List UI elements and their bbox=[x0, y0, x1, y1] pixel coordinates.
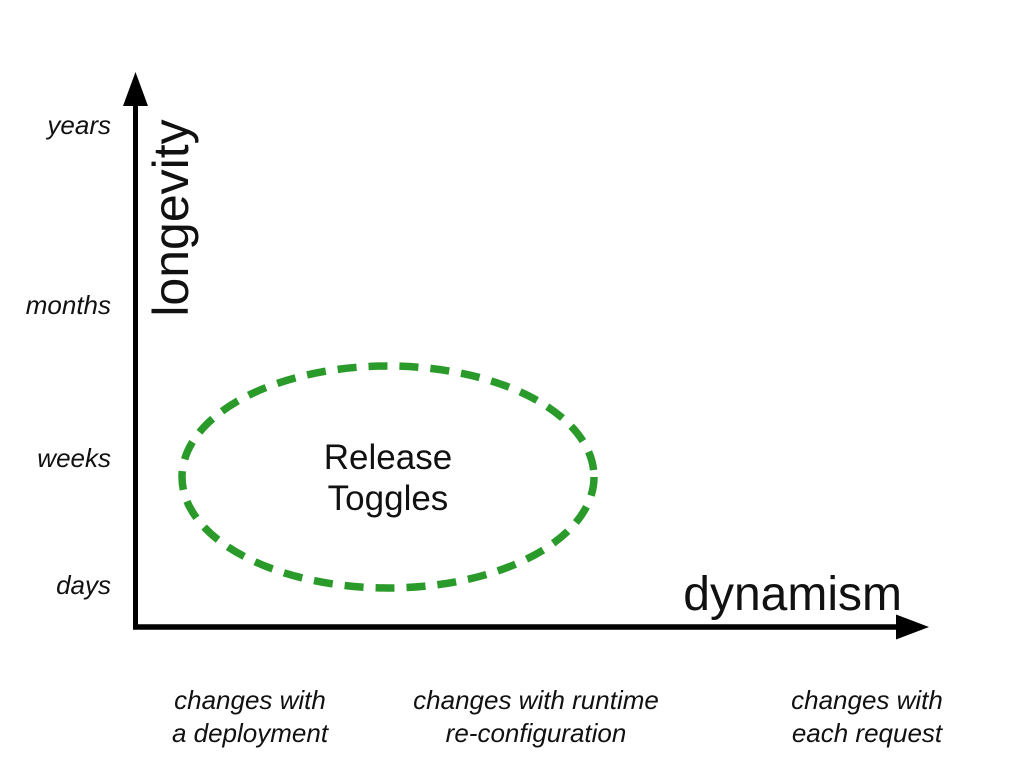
release-toggles-ellipse bbox=[178, 362, 598, 592]
annotation-line-1: Release bbox=[323, 438, 453, 477]
x-tick-each-request: changes with each request bbox=[717, 684, 1017, 750]
y-tick-years: years bbox=[47, 110, 111, 140]
x-tick-runtime-reconfiguration: changes with runtime re-configuration bbox=[386, 684, 686, 750]
x-tick-runtime-line-2: re-configuration bbox=[445, 718, 627, 748]
x-tick-request-line-1: changes with bbox=[791, 685, 943, 715]
x-tick-runtime-line-1: changes with runtime bbox=[413, 685, 659, 715]
y-tick-days: days bbox=[56, 570, 111, 600]
x-axis-label: dynamism bbox=[683, 568, 902, 621]
y-axis-label: longevity bbox=[143, 119, 199, 317]
y-tick-months: months bbox=[25, 290, 111, 320]
x-tick-request-line-2: each request bbox=[791, 718, 943, 748]
x-axis-arrowhead bbox=[896, 614, 929, 640]
x-tick-deployment-line-2: a deployment bbox=[171, 718, 329, 748]
x-tick-deployment-line-1: changes with bbox=[174, 685, 326, 715]
x-tick-deployment: changes with a deployment bbox=[100, 684, 400, 750]
annotation-release-toggles: Release Toggles bbox=[258, 437, 518, 519]
annotation-line-2: Toggles bbox=[327, 479, 449, 518]
y-tick-weeks: weeks bbox=[37, 443, 111, 473]
y-axis-arrowhead bbox=[123, 72, 148, 106]
